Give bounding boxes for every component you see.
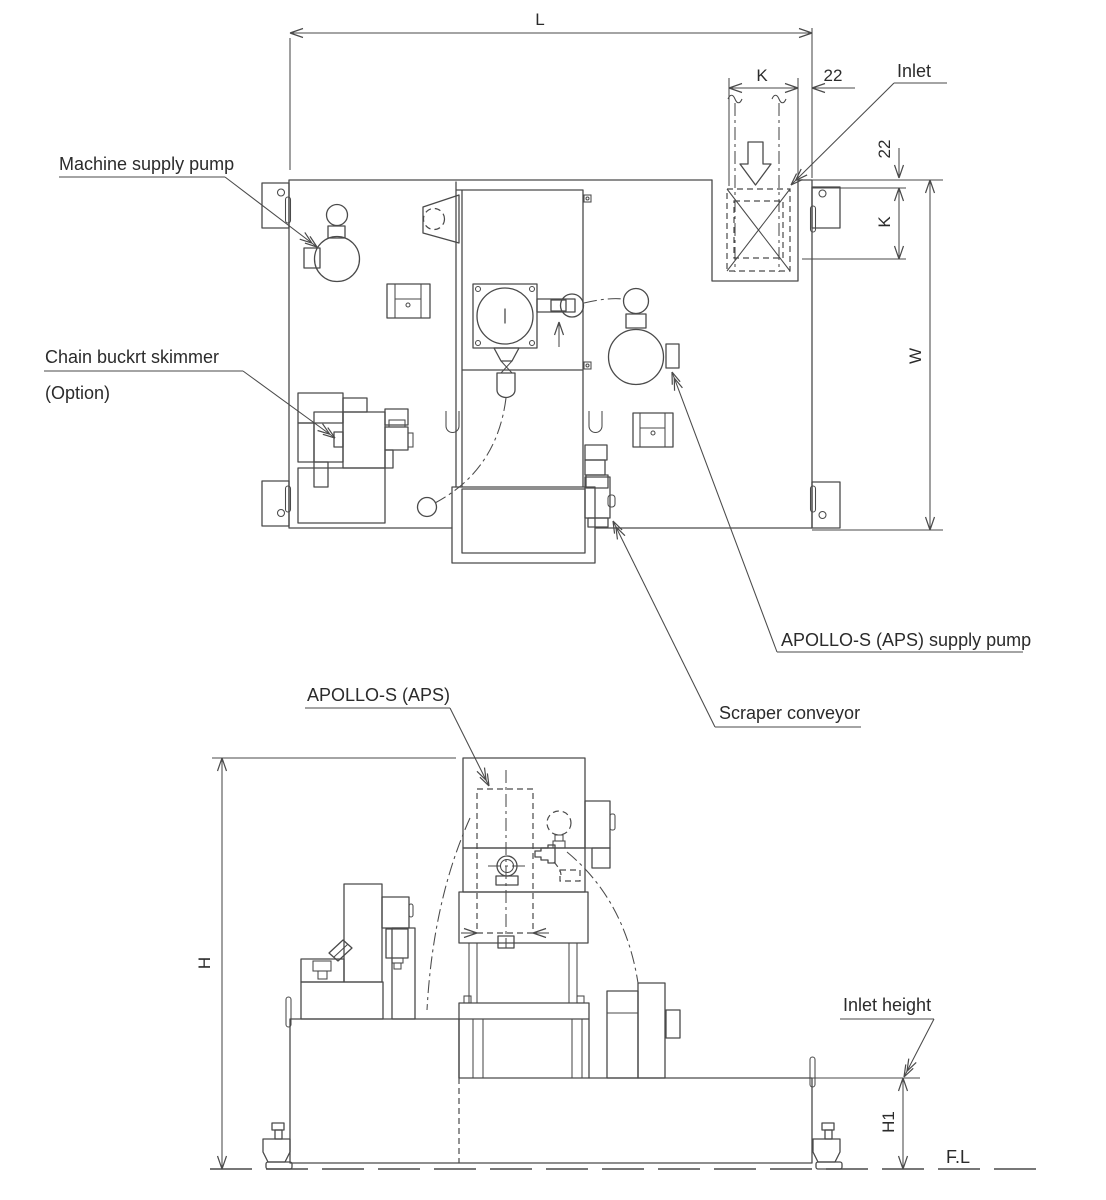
hook-left: [445, 411, 460, 434]
drain-port: [416, 496, 438, 518]
mounting-bracket-bottom-left: [261, 480, 292, 527]
junction-box-left: [386, 283, 431, 319]
callout-chain-bucket-skimmer: Chain buckrt skimmer (Option): [44, 347, 336, 439]
hose-bracket: [422, 194, 460, 244]
dim-side-offset-label: 22: [824, 66, 843, 85]
dimension-height: H: [195, 757, 456, 1170]
dim-inlet-depth-label: K: [875, 216, 894, 228]
inlet-label: Inlet: [897, 61, 931, 81]
apollo-unit-side: [426, 757, 639, 1011]
swing-centerline: [434, 397, 507, 504]
hook-right: [588, 411, 603, 434]
chain-bucket-skimmer-label: Chain buckrt skimmer: [45, 347, 219, 367]
junction-box-right: [632, 412, 674, 448]
swing-arc-left: [426, 817, 471, 1011]
conveyor-section-plan: [445, 181, 603, 488]
leveling-foot-right: [812, 1122, 843, 1170]
dim-length-label: L: [535, 10, 544, 29]
pump-arm: [536, 298, 576, 313]
top-view: L K 22 22 K W: [44, 10, 1031, 728]
callout-inlet: Inlet: [790, 61, 947, 186]
dim-inlet-height-label: H1: [879, 1111, 898, 1133]
valve-hidden: [546, 810, 572, 836]
mounting-bracket-bottom-right: [809, 481, 841, 529]
drive-motor-plan: [472, 283, 624, 349]
apollo-supply-pump-label: APOLLO-S (APS) supply pump: [781, 630, 1031, 650]
side-view: H H1 APOLLO-S (APS) Inlet height F.L: [195, 685, 1040, 1170]
machine-supply-pump-label: Machine supply pump: [59, 154, 234, 174]
dimension-inlet-depth: K: [875, 187, 905, 260]
dim-width-label: W: [906, 348, 925, 364]
dim-inlet-width-label: K: [756, 66, 768, 85]
dim-top-offset-label: 22: [875, 140, 894, 159]
callout-apollo-supply-pump: APOLLO-S (APS) supply pump: [671, 371, 1031, 653]
mounting-bracket-top-right: [809, 186, 841, 233]
dimension-inlet-top-offset: 22: [802, 140, 943, 260]
apollo-unit-label: APOLLO-S (APS): [307, 685, 450, 705]
leveling-foot-left: [262, 1122, 293, 1170]
chain-bucket-skimmer-option-label: (Option): [45, 383, 110, 403]
swing-arc-right: [566, 851, 639, 984]
inlet-box: [711, 94, 799, 282]
callout-apollo-unit: APOLLO-S (APS): [305, 685, 490, 787]
scraper-conveyor-label: Scraper conveyor: [719, 703, 860, 723]
drive-motor-side: [606, 982, 681, 1079]
inflow-arrow-icon: [739, 141, 772, 186]
scraper-conveyor-plan: [451, 444, 616, 564]
conveyor-pedestal: [458, 995, 590, 1079]
dimension-length: L: [289, 10, 813, 178]
pipe-break-mark: [727, 94, 743, 104]
dimension-width: W: [812, 179, 943, 531]
discharge-funnel: [416, 347, 520, 518]
dim-height-label: H: [195, 957, 214, 969]
filter-cartridge-hidden: [476, 788, 534, 934]
link-centerline: [583, 298, 624, 304]
inlet-height-label: Inlet height: [843, 995, 931, 1015]
callout-inlet-height: Inlet height: [840, 995, 935, 1078]
tank-outline-side: [285, 996, 816, 1164]
dimension-inlet-height: H1: [812, 1077, 920, 1170]
apollo-supply-pump: [607, 287, 680, 386]
pipe-break-mark: [771, 94, 787, 104]
callout-machine-supply-pump: Machine supply pump: [59, 154, 318, 248]
callout-scraper-conveyor: Scraper conveyor: [612, 520, 861, 728]
skimmer-tower-side: [300, 883, 416, 1020]
tank-lug-left: [285, 996, 292, 1028]
machine-supply-pump: [303, 203, 361, 283]
tank-lug-right: [809, 1056, 816, 1088]
mounting-bracket-top-left: [261, 182, 292, 229]
dimension-inlet-side-offset: 22: [811, 66, 855, 94]
floor-level-label: F.L: [946, 1147, 970, 1167]
dimension-inlet-width: K: [728, 66, 799, 186]
chain-bucket-skimmer: [297, 392, 414, 524]
